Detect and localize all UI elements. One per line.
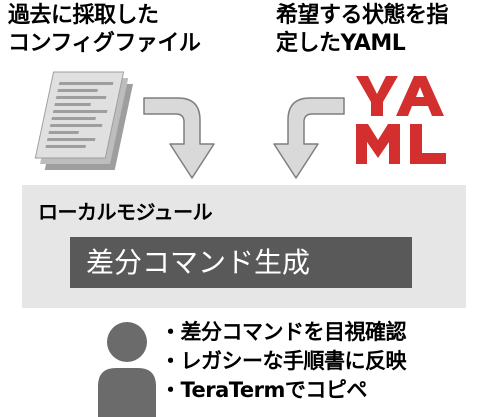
yaml-caption-line-1: 希望する状態を指 [276,3,449,28]
config-file-caption-line-1: 過去に採取した [8,3,159,28]
yaml-logo-mark [356,76,446,164]
list-item-teraterm-copy-paste: ・TeraTermでコピペ [160,378,367,402]
config-file-caption: 過去に採取した コンフィグファイル [8,2,208,58]
user-person-icon [98,322,156,417]
stacked-document-icon [34,71,134,170]
yaml-logo [352,70,462,170]
diff-command-generation-box: 差分コマンド生成 [70,237,412,288]
list-item-legacy-procedure: ・レガシーな手順書に反映 [160,349,407,373]
list-item-visual-check: ・差分コマンドを目視確認 [160,320,407,344]
yaml-caption: 希望する状態を指 定したYAML [276,2,476,58]
yaml-caption-line-2: 定したYAML [276,31,406,56]
local-module-title: ローカルモジュール [38,200,213,224]
left-curved-arrow-icon [143,97,215,179]
config-file-caption-line-2: コンフィグファイル [8,31,201,56]
manual-steps-list: ・差分コマンドを目視確認 ・レガシーな手順書に反映 ・TeraTermでコピペ [160,318,407,405]
right-curved-arrow-icon [273,97,345,179]
